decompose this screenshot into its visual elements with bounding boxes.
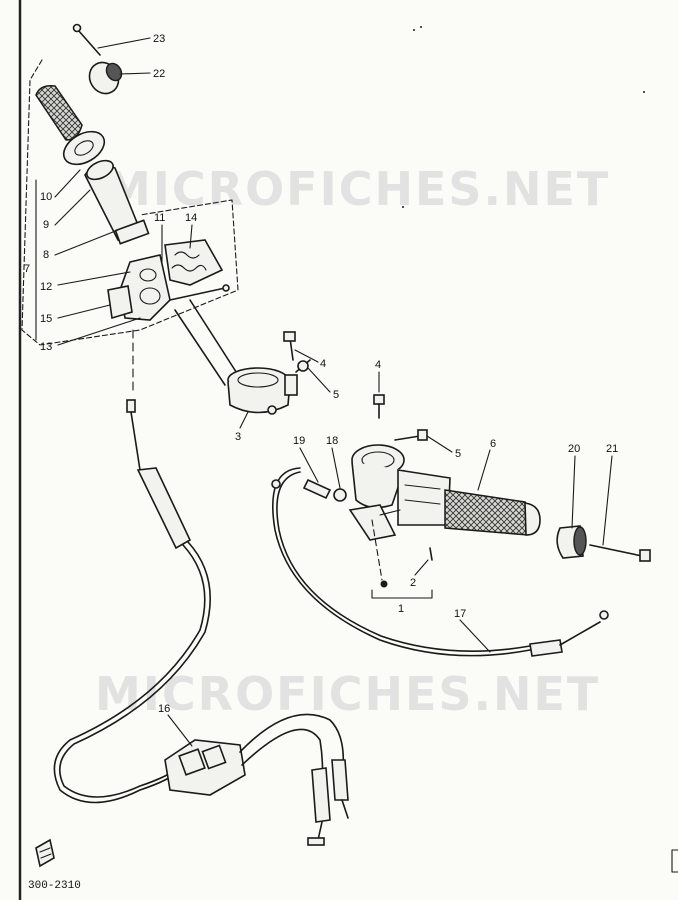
callout-10: 10 [40,191,52,203]
part-22-bar-end-weight [88,61,123,95]
part-8-throttle-tube [84,159,150,245]
callout-14: 14 [185,212,197,224]
assembly-bracket-7 [21,59,239,346]
callout-6: 6 [490,438,496,450]
part-16-junction-box [164,713,349,846]
callout-22: 22 [153,68,165,80]
part-5-bolt-right [394,429,428,441]
callout-numbers: 23 22 10 9 8 7 12 15 13 11 14 3 4 5 4 5 … [24,33,618,715]
callout-4-left: 4 [320,358,326,370]
callout-1: 1 [398,603,404,615]
callout-23: 23 [153,33,165,45]
part-2-pin [429,547,433,561]
part-right-grip [444,489,541,536]
callout-18: 18 [326,435,338,447]
callout-21: 21 [606,443,618,455]
part-19-adjuster [302,478,332,500]
part-3-handlebar-holder [227,367,298,415]
part-left-grip [35,84,83,141]
callout-16: 16 [158,703,170,715]
callout-4-right: 4 [375,359,381,371]
callout-20: 20 [568,443,580,455]
bracket-part-1 [371,589,433,599]
part-handlebar-tube [174,299,241,386]
part-6-clip-on-handlebar [351,444,451,526]
centerline-right [371,519,383,581]
part-23-screw [72,23,101,56]
callout-15: 15 [40,313,52,325]
cable-end-fitting-top [126,399,136,413]
part-4-bolt-left [283,331,296,361]
callout-9: 9 [43,219,49,231]
callout-12: 12 [40,281,52,293]
callout-13: 13 [40,341,52,353]
corner-stamp-icon [35,838,55,868]
callout-5-right: 5 [455,448,461,460]
callout-7: 7 [24,263,30,275]
callout-5-left: 5 [333,389,339,401]
edge-mark [671,849,678,873]
part-14-housing-upper [164,239,224,286]
part-1-marker-dot [380,580,388,588]
part-10-washer [62,130,106,166]
leader-lines [35,37,613,747]
watermark-top: MICROFICHES.NET [105,162,610,216]
drawing-code: 300-2310 [28,880,81,892]
callout-17: 17 [454,608,466,620]
watermark-bottom: MICROFICHES.NET [95,667,600,721]
callout-8: 8 [43,249,49,261]
callout-11: 11 [154,212,165,224]
part-17-cable [271,467,609,657]
callout-2: 2 [410,577,416,589]
part-12-housing-lower [119,254,171,321]
part-16-cable [53,399,211,804]
callout-19: 19 [293,435,305,447]
part-5-bolt-left [295,359,311,373]
part-15-clamp [107,284,230,320]
part-4-bolt-right [373,394,385,419]
callout-3: 3 [235,431,241,443]
part-21-screw [589,544,651,562]
part-20-bar-end-weight [556,525,587,559]
part-18-locknut [333,488,347,502]
